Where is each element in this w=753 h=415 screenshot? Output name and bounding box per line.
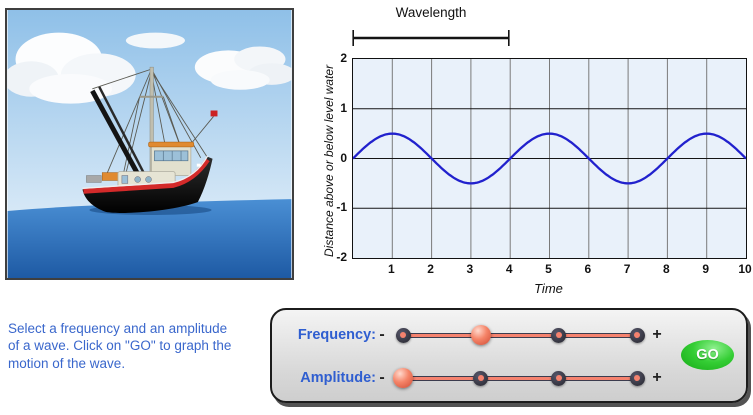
x-tick-9: 9 [702, 262, 710, 276]
y-tick--1: -1 [336, 200, 347, 215]
wave-chart: Wavelength Distance above or below level… [320, 0, 753, 300]
amplitude-plus-sign: + [652, 369, 662, 386]
y-tick--2: -2 [336, 250, 347, 264]
wave-plot [353, 59, 746, 258]
amplitude-minus-sign: - [379, 369, 385, 386]
clouds-icon [7, 32, 292, 104]
wave-curve [353, 132, 746, 185]
stop-dot [400, 332, 406, 338]
amplitude-knob[interactable] [393, 368, 413, 388]
frequency-minus-sign: - [379, 326, 385, 343]
y-tick-1: 1 [340, 100, 347, 115]
fishing-boat [82, 66, 218, 215]
x-axis-ticks: 1 2 3 4 5 6 7 8 9 10 [352, 262, 752, 278]
x-tick-7: 7 [623, 262, 631, 276]
go-button[interactable]: GO [681, 340, 734, 370]
amplitude-stop-3[interactable] [551, 370, 567, 386]
x-tick-10: 10 [738, 262, 752, 276]
frequency-plus-sign: + [652, 326, 662, 343]
amplitude-track-highlight [397, 377, 643, 380]
frequency-label: Frequency: [297, 327, 376, 343]
frequency-knob[interactable] [470, 325, 491, 345]
x-tick-3: 3 [466, 262, 474, 276]
amplitude-stop-4[interactable] [629, 370, 645, 386]
boat-scene-illustration [7, 10, 292, 278]
stop-dot [477, 375, 484, 381]
x-axis-title: Time [534, 281, 563, 296]
x-tick-5: 5 [545, 262, 552, 276]
instruction-text: Select a frequency and an amplitude of a… [8, 321, 232, 371]
x-tick-8: 8 [663, 262, 670, 276]
x-tick-1: 1 [387, 262, 395, 276]
amplitude-label: Amplitude: [300, 370, 376, 386]
frequency-stop-3[interactable] [551, 327, 567, 343]
x-tick-4: 4 [505, 262, 513, 276]
control-panel: Frequency: - + Amplitude: - + GO [270, 308, 748, 403]
water [7, 199, 292, 278]
stop-dot [634, 332, 640, 338]
y-tick-0: 0 [340, 150, 347, 165]
amplitude-slider[interactable] [393, 368, 645, 388]
stop-dot [555, 332, 562, 338]
frequency-stop-4[interactable] [629, 327, 645, 343]
plot-area [352, 58, 747, 259]
amplitude-stop-2[interactable] [473, 370, 489, 386]
x-tick-2: 2 [427, 262, 434, 276]
stop-dot [634, 375, 640, 381]
y-axis-ticks: 2 1 0 -1 -2 [320, 51, 347, 264]
wavelength-bracket [352, 30, 510, 46]
boat-illustration-frame [5, 8, 294, 280]
frequency-track-highlight [397, 334, 643, 337]
x-tick-6: 6 [584, 262, 592, 276]
y-tick-2: 2 [340, 51, 347, 65]
stop-dot [555, 375, 562, 381]
frequency-stop-1[interactable] [395, 327, 411, 343]
wavelength-label: Wavelength [395, 5, 467, 20]
frequency-slider[interactable] [395, 325, 645, 345]
